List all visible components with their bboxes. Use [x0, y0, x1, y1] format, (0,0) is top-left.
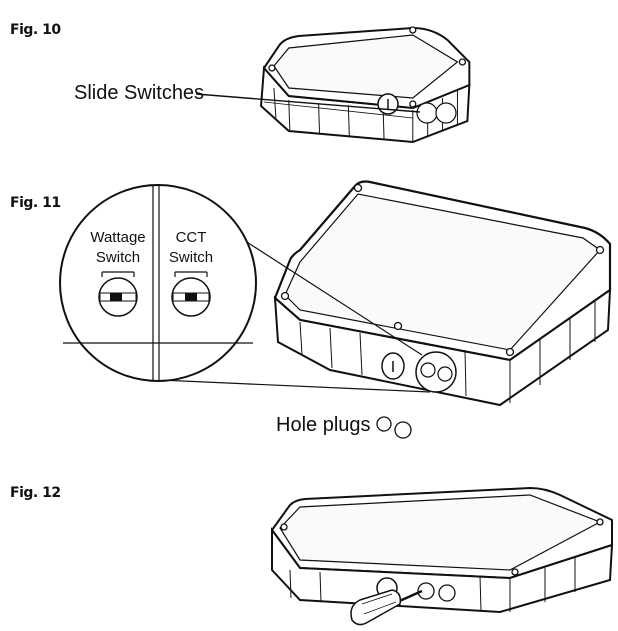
zoom-leader-bottom: [159, 379, 431, 393]
fixture-fig10: [195, 26, 471, 143]
cct-switch-graphic: [171, 271, 211, 317]
slide-switches-callout: Slide Switches: [74, 82, 205, 104]
figure-label-11: Fig. 11: [10, 195, 61, 211]
switch-magnify-ring: [415, 351, 457, 393]
wattage-title-line2: Switch: [95, 249, 141, 266]
wattage-switch-title: Wattage Switch: [82, 228, 154, 268]
figure-label-12: Fig. 12: [10, 485, 61, 501]
cct-title-line2: Switch: [168, 249, 214, 266]
cct-switch-title: CCT Switch: [158, 228, 224, 268]
wattage-title-line1: Wattage: [90, 229, 146, 246]
wattage-switch-graphic: [98, 271, 138, 317]
fixture-fig11: [159, 180, 612, 407]
zoom-detail: [59, 184, 257, 382]
fixture-fig12: [270, 486, 614, 626]
hole-plug-b: [435, 102, 457, 124]
callout-leader: [195, 93, 421, 113]
screwdriver-icon: [350, 589, 423, 626]
hole-plug-a: [416, 102, 438, 124]
figure-label-10: Fig. 10: [10, 22, 61, 38]
hole-plugs-callout: Hole plugs: [276, 414, 371, 436]
cct-title-line1: CCT: [175, 229, 207, 246]
hole-plugs-icon: [376, 416, 412, 439]
